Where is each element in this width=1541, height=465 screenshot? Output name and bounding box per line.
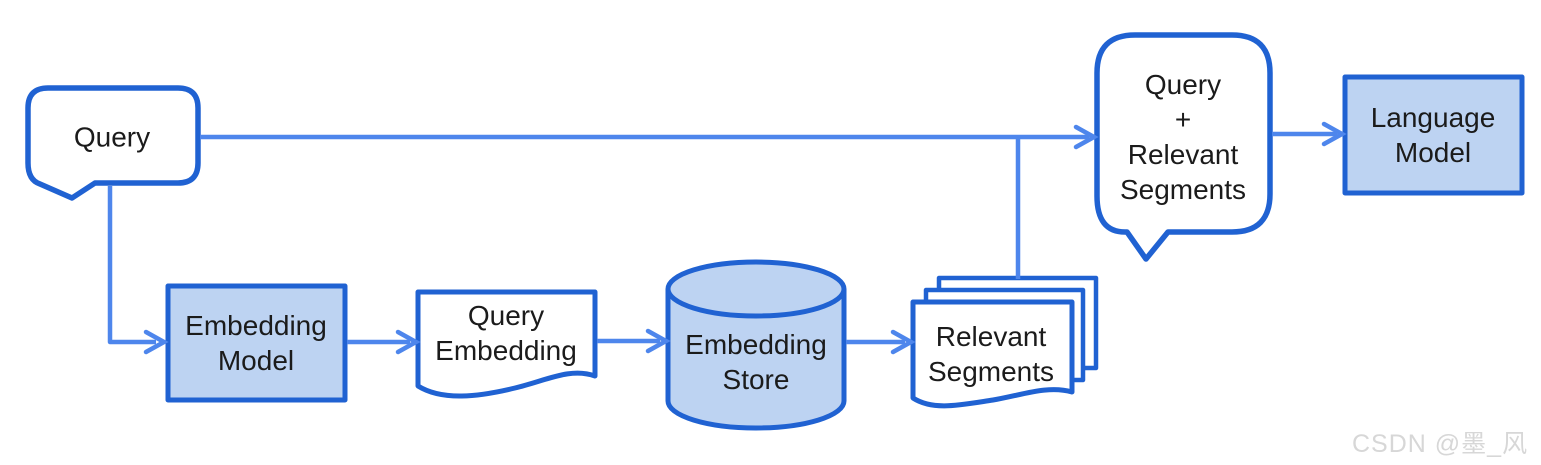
edge-embedding-store-to-relevant-segments bbox=[846, 329, 916, 355]
query-plus-segments-bubble-shape bbox=[1094, 32, 1273, 262]
query-bubble-shape bbox=[25, 85, 201, 201]
embedding-store-cylinder-shape bbox=[665, 259, 847, 431]
csdn-watermark: CSDN @墨_风 bbox=[1352, 430, 1529, 458]
edge-query-to-query-plus-segments bbox=[200, 124, 1099, 150]
edge-embedding-model-to-query-embedding bbox=[347, 329, 421, 355]
embedding-model-box-shape bbox=[165, 283, 348, 403]
edge-query-embedding-to-embedding-store bbox=[597, 328, 671, 354]
relevant-segments-stack-shape bbox=[910, 275, 1099, 409]
edge-query-to-embedding-model bbox=[107, 186, 169, 355]
language-model-box-shape bbox=[1342, 74, 1525, 196]
query-embedding-document-shape bbox=[415, 289, 598, 399]
edge-query-plus-segments-to-language-model bbox=[1272, 121, 1347, 147]
